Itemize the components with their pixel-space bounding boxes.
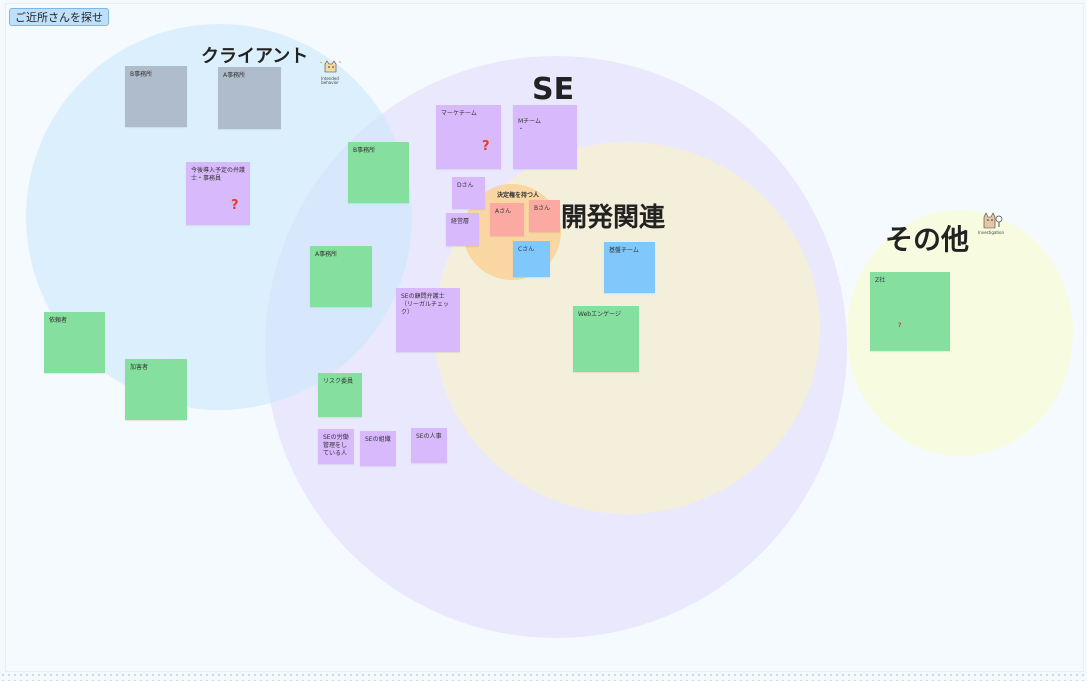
note-web-engage[interactable]: Webエンゲージ [573, 306, 639, 372]
client-group-title: クライアント [201, 46, 309, 67]
note-text: Webエンゲージ [578, 311, 621, 318]
question-mark-icon: ? [482, 139, 490, 154]
note-b-office-client[interactable]: B事務所 [125, 66, 187, 127]
find-neighbors-button[interactable]: ご近所さんを探せ [9, 8, 109, 26]
other-group-title: その他 [885, 223, 970, 256]
whiteboard-canvas[interactable]: クライアント SE 開発関連 その他 決定権を持つ人 Intended beha… [5, 3, 1084, 672]
decision-maker-label: 決定権を持つ人 [497, 192, 540, 199]
note-text: B事務所 [130, 71, 153, 78]
note-b-office-se[interactable]: B事務所 [348, 142, 409, 203]
note-d-san[interactable]: Dさん [452, 177, 485, 209]
intended-behavior-label: Intended behavior [321, 76, 339, 85]
dev-group-title: 開発関連 [561, 203, 666, 233]
note-legal-check[interactable]: SEの顧問弁護士（リーガルチェック） [396, 288, 460, 352]
note-m-team[interactable]: Mチーム ・ [513, 105, 577, 169]
note-a-office-client[interactable]: A事務所 [218, 67, 281, 129]
note-text: Dさん [457, 182, 474, 189]
note-text: Cさん [518, 246, 535, 253]
note-requester[interactable]: 依頼者 [44, 312, 105, 373]
note-text: Mチーム ・ [518, 118, 541, 133]
note-text: SEの組織 [365, 436, 391, 443]
note-text: Aさん [495, 208, 512, 215]
note-text: A事務所 [223, 72, 246, 79]
note-text: SEの労働管理をしている人 [323, 434, 349, 457]
note-c-san[interactable]: Cさん [513, 241, 550, 277]
note-text: 基盤チーム [609, 247, 639, 254]
se-group-title: SE [532, 72, 575, 107]
note-future-lawyer[interactable]: 今後導入予定の弁護士・事務員 ? [186, 162, 250, 225]
note-text: B事務所 [353, 147, 376, 154]
note-text: SEの人事 [416, 433, 442, 440]
note-se-organization[interactable]: SEの組織 [360, 431, 396, 466]
note-text: 経営層 [451, 218, 470, 225]
note-text: 今後導入予定の弁護士・事務員 [191, 167, 246, 182]
investigation-sticker-icon: Investigation [978, 210, 1004, 235]
investigation-label: Investigation [978, 230, 1004, 235]
note-text: 依頼者 [49, 317, 68, 324]
question-mark-icon: ? [231, 198, 239, 213]
note-text: Z社 [875, 277, 886, 284]
note-z-company[interactable]: Z社 ? [870, 272, 950, 351]
note-text: A事務所 [315, 251, 338, 258]
note-text: Bさん [534, 205, 551, 212]
note-marketing-team[interactable]: マーケチーム ? [436, 105, 501, 169]
note-a-office-se[interactable]: A事務所 [310, 246, 372, 307]
note-b-san[interactable]: Bさん [529, 200, 560, 232]
cat-sticker-icon: Intended behavior [317, 58, 343, 85]
note-victim[interactable]: 加害者 [125, 359, 187, 420]
note-text: リスク委員 [323, 378, 354, 385]
note-a-san[interactable]: Aさん [490, 203, 524, 236]
bottom-scroll-track [0, 672, 1087, 681]
question-mark-icon: ? [898, 322, 902, 329]
note-text: SEの顧問弁護士（リーガルチェック） [401, 293, 450, 316]
note-labor-manager[interactable]: SEの労働管理をしている人 [318, 429, 354, 464]
cat-icon [319, 60, 342, 73]
note-se-hr[interactable]: SEの人事 [411, 428, 447, 463]
note-text: マーケチーム [441, 110, 477, 117]
note-text: 加害者 [130, 364, 149, 371]
note-infra-team[interactable]: 基盤チーム [604, 242, 655, 293]
note-risk-committee[interactable]: リスク委員 [318, 373, 362, 417]
note-management[interactable]: 経営層 [446, 213, 479, 246]
cat-magnifier-icon [983, 212, 1003, 229]
